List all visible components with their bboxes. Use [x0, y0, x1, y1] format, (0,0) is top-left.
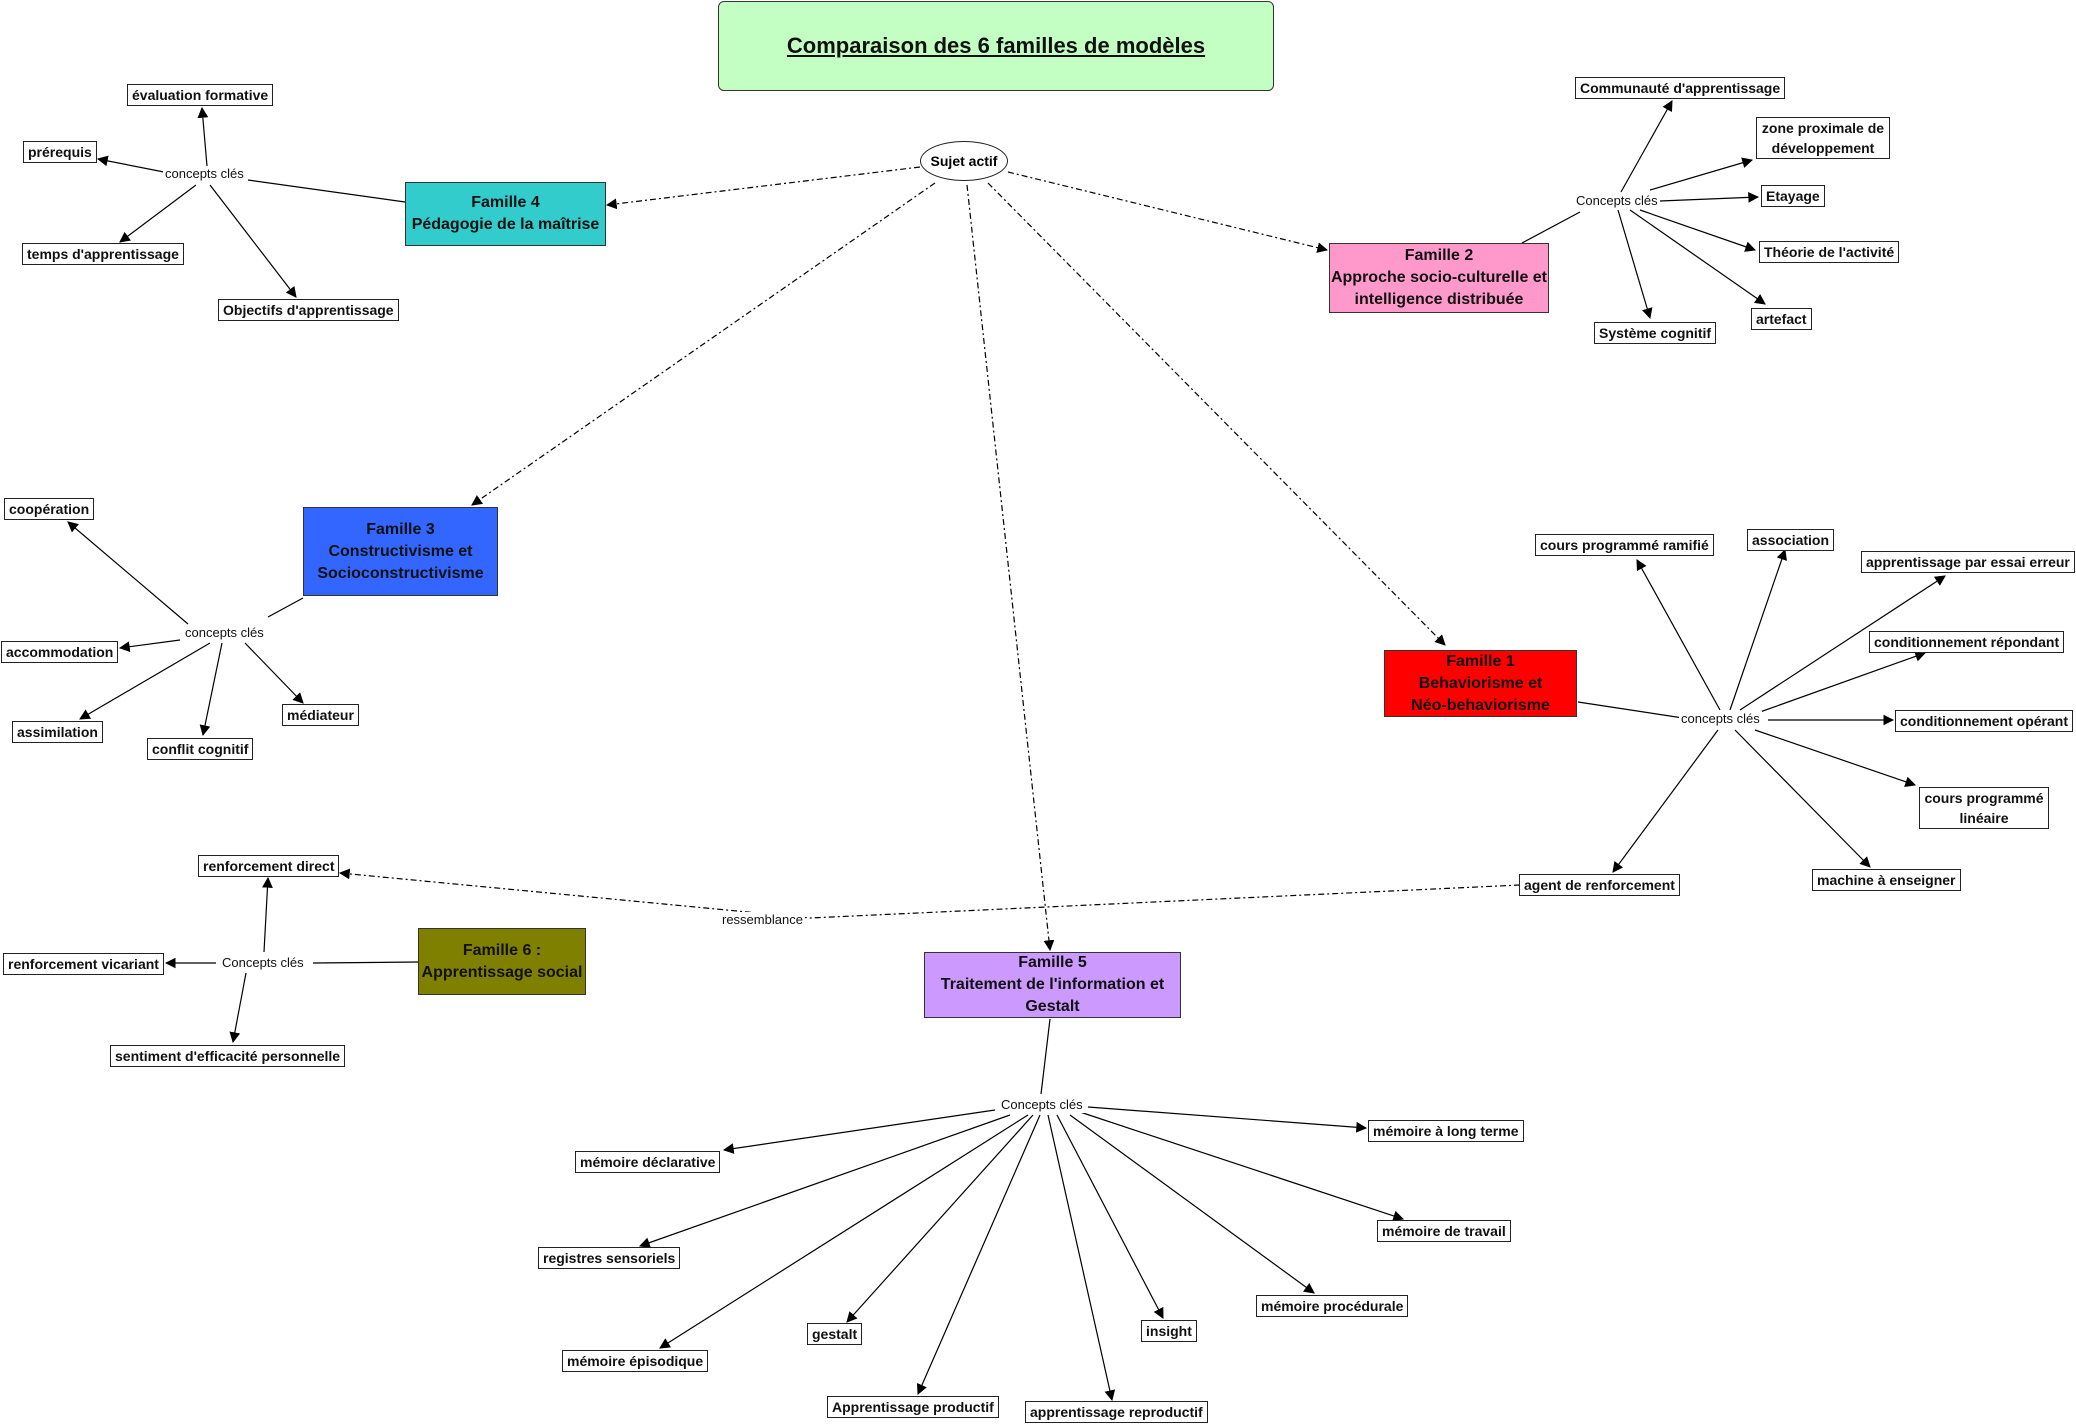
concept-registres-sensoriels: registres sensoriels — [538, 1247, 681, 1269]
dashed-links — [338, 166, 1521, 952]
famille-6-box: Famille 6 : Apprentissage social — [418, 928, 586, 995]
famille-3-subtitle-2: Socioconstructivisme — [317, 564, 484, 582]
famille-1-box: Famille 1 Behaviorisme et Néo-behaviorisme — [1384, 650, 1577, 717]
concept-apprentissage-essai-erreur: apprentissage par essai erreur — [1861, 551, 2075, 573]
concept-mediateur: médiateur — [282, 704, 359, 726]
concept-apprentissage-productif: Apprentissage productif — [827, 1396, 999, 1418]
concept-memoire-de-travail: mémoire de travail — [1377, 1220, 1511, 1242]
concept-renforcement-direct: renforcement direct — [198, 855, 340, 877]
concept-sentiment-efficacite: sentiment d'efficacité personnelle — [110, 1045, 346, 1067]
concept-memoire-long-terme: mémoire à long terme — [1368, 1120, 1524, 1142]
famille-1-subtitle-2: Néo-behaviorisme — [1411, 696, 1550, 714]
famille-2-subtitle-1: Approche socio-culturelle et — [1330, 269, 1548, 286]
concept-temps-apprentissage: temps d'apprentissage — [22, 243, 184, 265]
concept-cooperation: coopération — [4, 498, 95, 520]
famille-3-subtitle-1: Constructivisme et — [328, 542, 473, 560]
concept-machine-a-enseigner: machine à enseigner — [1812, 869, 1961, 891]
concept-agent-de-renforcement: agent de renforcement — [1519, 874, 1680, 896]
page-title: Comparaison des 6 familles de modèles — [718, 1, 1274, 91]
hub-label-famille-4: concepts clés — [163, 166, 246, 182]
famille-3-box: Famille 3 Constructivisme et Socioconstruc… — [303, 507, 498, 596]
famille-6-subtitle: Apprentissage social — [421, 963, 583, 981]
famille-2-subtitle-2: intelligence distribuée — [1354, 291, 1524, 308]
concept-insight: insight — [1141, 1320, 1197, 1342]
concept-evaluation-formative: évaluation formative — [127, 84, 274, 106]
concept-zone-proximale: zone proximale de développement — [1756, 117, 1890, 159]
concept-conditionnement-operant: conditionnement opérant — [1895, 710, 2073, 732]
concept-accommodation: accommodation — [1, 641, 119, 663]
concept-cours-programme-ramifie: cours programmé ramifié — [1535, 534, 1714, 556]
concept-cours-programme-lineaire: cours programmé linéaire — [1919, 787, 2049, 829]
concept-memoire-declarative: mémoire déclarative — [575, 1151, 721, 1173]
concept-memoire-procedurale: mémoire procédurale — [1256, 1295, 1409, 1317]
famille-1-subtitle-1: Behaviorisme et — [1418, 674, 1543, 692]
concept-gestalt: gestalt — [807, 1323, 863, 1345]
famille-2-title: Famille 2 — [1404, 247, 1474, 264]
famille-2-box: Famille 2 Approche socio-culturelle et int… — [1329, 243, 1549, 313]
concept-communaute-apprentissage: Communauté d'apprentissage — [1575, 77, 1786, 99]
famille-5-subtitle-2: Gestalt — [1025, 998, 1080, 1015]
famille-4-subtitle: Pédagogie de la maîtrise — [411, 216, 600, 233]
famille-1-title: Famille 1 — [1446, 652, 1515, 670]
famille-5-title: Famille 5 — [1018, 954, 1087, 971]
hub-label-famille-2: Concepts clés — [1574, 193, 1660, 209]
famille-4-box: Famille 4 Pédagogie de la maîtrise — [405, 182, 606, 246]
concept-etayage: Etayage — [1761, 185, 1825, 207]
concept-artefact: artefact — [1751, 308, 1812, 330]
famille-3-title: Famille 3 — [366, 520, 435, 538]
famille-5-box: Famille 5 Traitement de l'information et G… — [924, 952, 1181, 1018]
concept-systeme-cognitif: Système cognitif — [1594, 322, 1717, 344]
concept-theorie-activite: Théorie de l'activité — [1759, 241, 1900, 263]
concept-memoire-episodique: mémoire épisodique — [562, 1350, 709, 1372]
famille-4-title: Famille 4 — [471, 194, 540, 211]
sujet-actif-node: Sujet actif — [920, 141, 1008, 181]
solid-links — [67, 100, 1946, 1402]
concept-prerequis: prérequis — [23, 141, 97, 163]
concept-conditionnement-repondant: conditionnement répondant — [1869, 631, 2065, 653]
hub-label-famille-6: Concepts clés — [220, 955, 306, 971]
concept-assimilation: assimilation — [12, 721, 103, 743]
famille-5-subtitle-1: Traitement de l'information et — [940, 976, 1165, 993]
ressemblance-label: ressemblance — [720, 912, 805, 928]
concept-association: association — [1747, 529, 1835, 551]
concept-conflit-cognitif: conflit cognitif — [147, 738, 254, 760]
hub-label-famille-5: Concepts clés — [999, 1097, 1085, 1113]
hub-label-famille-1: concepts clés — [1679, 711, 1762, 727]
concept-apprentissage-reproductif: apprentissage reproductif — [1025, 1401, 1208, 1423]
concept-objectifs-apprentissage: Objectifs d'apprentissage — [218, 299, 399, 321]
hub-label-famille-3: concepts clés — [183, 625, 266, 641]
famille-6-title: Famille 6 : — [462, 941, 542, 959]
concept-renforcement-vicariant: renforcement vicariant — [3, 953, 164, 975]
